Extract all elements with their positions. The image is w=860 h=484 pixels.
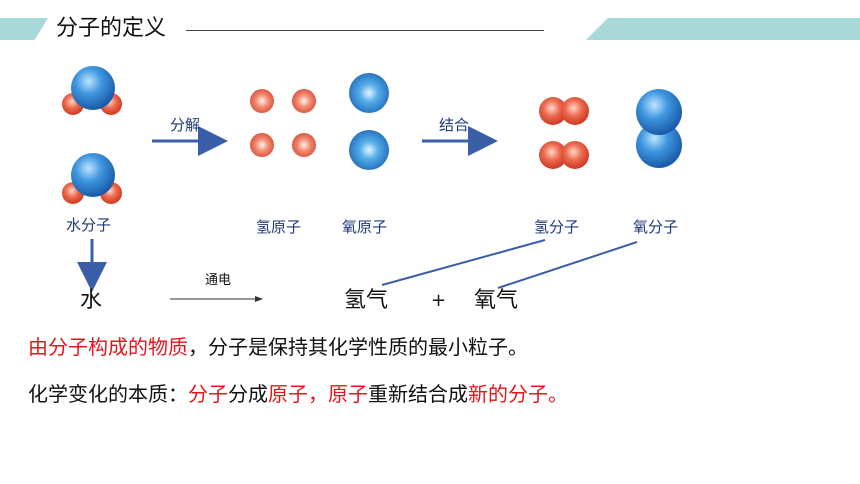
- water-molecule-bottom: [62, 153, 122, 204]
- hydrogen-molecule-label: 氢分子: [534, 218, 580, 236]
- essence-molecule: 分子: [188, 382, 228, 406]
- oxygen-pointer-line: [497, 241, 638, 289]
- definition-rest: ，分子是保持其化学性质的最小粒子。: [188, 335, 528, 359]
- equation-plus: +: [431, 290, 447, 311]
- oxygen-molecule: [636, 89, 682, 168]
- oxygen-atom-label: 氧原子: [342, 218, 388, 236]
- oxygen-atom: [349, 73, 389, 113]
- hydrogen-atom: [250, 133, 274, 157]
- hydrogen-atom: [292, 133, 316, 157]
- oxygen-molecule-label: 氧分子: [633, 218, 679, 236]
- oxygen-atom: [636, 122, 682, 168]
- oxygen-atom: [71, 153, 115, 197]
- hydrogen-molecule-top: [539, 97, 589, 125]
- decompose-label: 分解: [170, 116, 201, 134]
- hydrogen-atom: [561, 97, 589, 125]
- essence-recombine: 重新结合成: [368, 382, 468, 406]
- oxygen-atom: [636, 89, 682, 135]
- water-molecule-label: 水分子: [66, 216, 112, 234]
- essence-sentence: 化学变化的本质：分子分成原子，原子重新结合成新的分子。: [28, 381, 568, 407]
- hydrogen-atom: [292, 89, 316, 113]
- header-band-left: [0, 18, 48, 40]
- hydrogen-pointer-line: [381, 239, 546, 286]
- definition-highlight: 由分子构成的物质: [28, 335, 188, 359]
- essence-new-molecule: 新的分子。: [468, 382, 568, 406]
- title-divider: [186, 30, 544, 31]
- equation-water: 水: [80, 288, 103, 313]
- oxygen-atom: [71, 66, 115, 110]
- hydrogen-molecule-bottom: [539, 141, 589, 169]
- hydrogen-atom: [561, 141, 589, 169]
- oxygen-atom: [349, 130, 389, 170]
- equation-hydrogen: 氢气: [344, 288, 389, 313]
- hydrogen-atom-label: 氢原子: [256, 218, 302, 236]
- page-title: 分子的定义: [56, 16, 167, 41]
- header-band-right: [586, 18, 860, 40]
- equation-oxygen: 氧气: [474, 288, 519, 313]
- combine-label: 结合: [439, 116, 470, 134]
- essence-prefix: 化学变化的本质：: [28, 382, 188, 406]
- hydrogen-atom: [539, 141, 567, 169]
- water-molecule-top: [62, 66, 122, 115]
- essence-split: 分成: [228, 382, 268, 406]
- essence-atoms: 原子，原子: [268, 382, 368, 406]
- definition-sentence: 由分子构成的物质，分子是保持其化学性质的最小粒子。: [28, 334, 528, 360]
- hydrogen-atom: [539, 97, 567, 125]
- equation-condition: 通电: [205, 273, 232, 288]
- hydrogen-atom: [250, 89, 274, 113]
